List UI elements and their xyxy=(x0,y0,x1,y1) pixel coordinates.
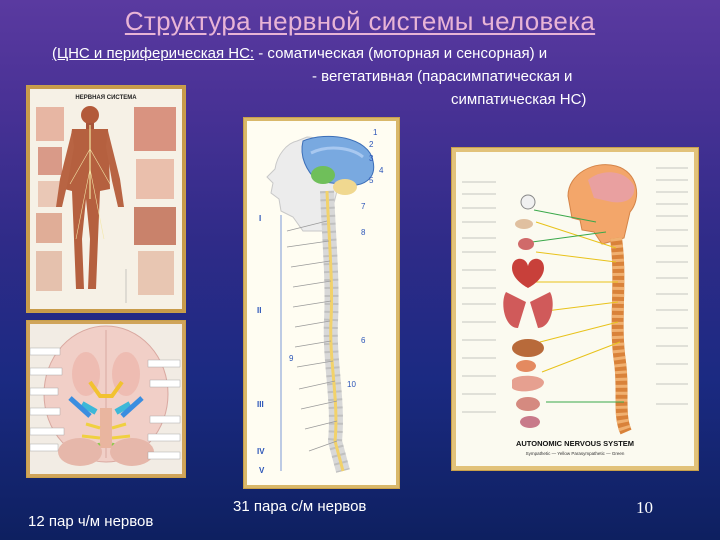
spine-roman-3: III xyxy=(257,400,264,409)
ans-illustration: AUTONOMIC NERVOUS SYSTEM Sympathetic — Y… xyxy=(462,164,688,456)
body-figure xyxy=(56,106,124,289)
spine-roman-4: IV xyxy=(257,447,265,456)
spine-number-7: 7 xyxy=(361,202,366,211)
page-number: 10 xyxy=(636,498,653,517)
body-nervous-system-poster: НЕРВНАЯ СИСТЕМА xyxy=(27,86,185,312)
subtitle-line-2: - вегетативная (парасимпатическая и xyxy=(312,68,573,85)
caption-cranial-nerves: 12 пар ч/м нервов xyxy=(28,513,154,530)
body-poster-heading: НЕРВНАЯ СИСТЕМА xyxy=(75,95,137,101)
spine-number-2: 2 xyxy=(369,140,374,149)
brain-base-illustration xyxy=(29,325,181,466)
spine-number-5: 5 xyxy=(369,176,374,185)
spine-number-10: 10 xyxy=(347,380,356,389)
autonomic-nervous-system-poster: AUTONOMIC NERVOUS SYSTEM Sympathetic — Y… xyxy=(452,148,698,470)
subtitle-somatic: - соматическая (моторная и сенсорная) и xyxy=(254,45,548,62)
subtitle-cns-pns: (ЦНС и периферическая НС: xyxy=(52,45,255,62)
spine-number-4: 4 xyxy=(379,166,384,175)
spine-number-6: 6 xyxy=(361,336,366,345)
spine-number-9: 9 xyxy=(289,354,294,363)
spine-number-8: 8 xyxy=(361,228,366,237)
spine-number-1: 1 xyxy=(373,128,378,137)
subtitle-line-1: (ЦНС и периферическая НС: - соматическая… xyxy=(52,45,547,62)
spine-number-3: 3 xyxy=(369,154,374,163)
caption-spinal-nerves: 31 пара с/м нервов xyxy=(233,498,367,515)
ans-poster-heading: AUTONOMIC NERVOUS SYSTEM xyxy=(516,439,634,448)
cranial-nerves-diagram xyxy=(27,321,185,477)
spine-illustration: 1 2 3 4 5 6 7 8 9 10 I II III IV V xyxy=(257,128,384,475)
spine-roman-1: I xyxy=(259,214,261,223)
body-poster-illustration: НЕРВНАЯ СИСТЕМА xyxy=(36,95,176,303)
ans-poster-legend: Sympathetic — Yellow Parasympathetic — G… xyxy=(526,451,625,456)
spine-roman-2: II xyxy=(257,306,261,315)
subtitle-line-3: симпатическая НС) xyxy=(451,91,587,108)
spinal-cord-diagram: 1 2 3 4 5 6 7 8 9 10 I II III IV V xyxy=(244,118,399,488)
spine-roman-5: V xyxy=(259,466,265,475)
slide-title: Структура нервной системы человека xyxy=(124,6,596,36)
